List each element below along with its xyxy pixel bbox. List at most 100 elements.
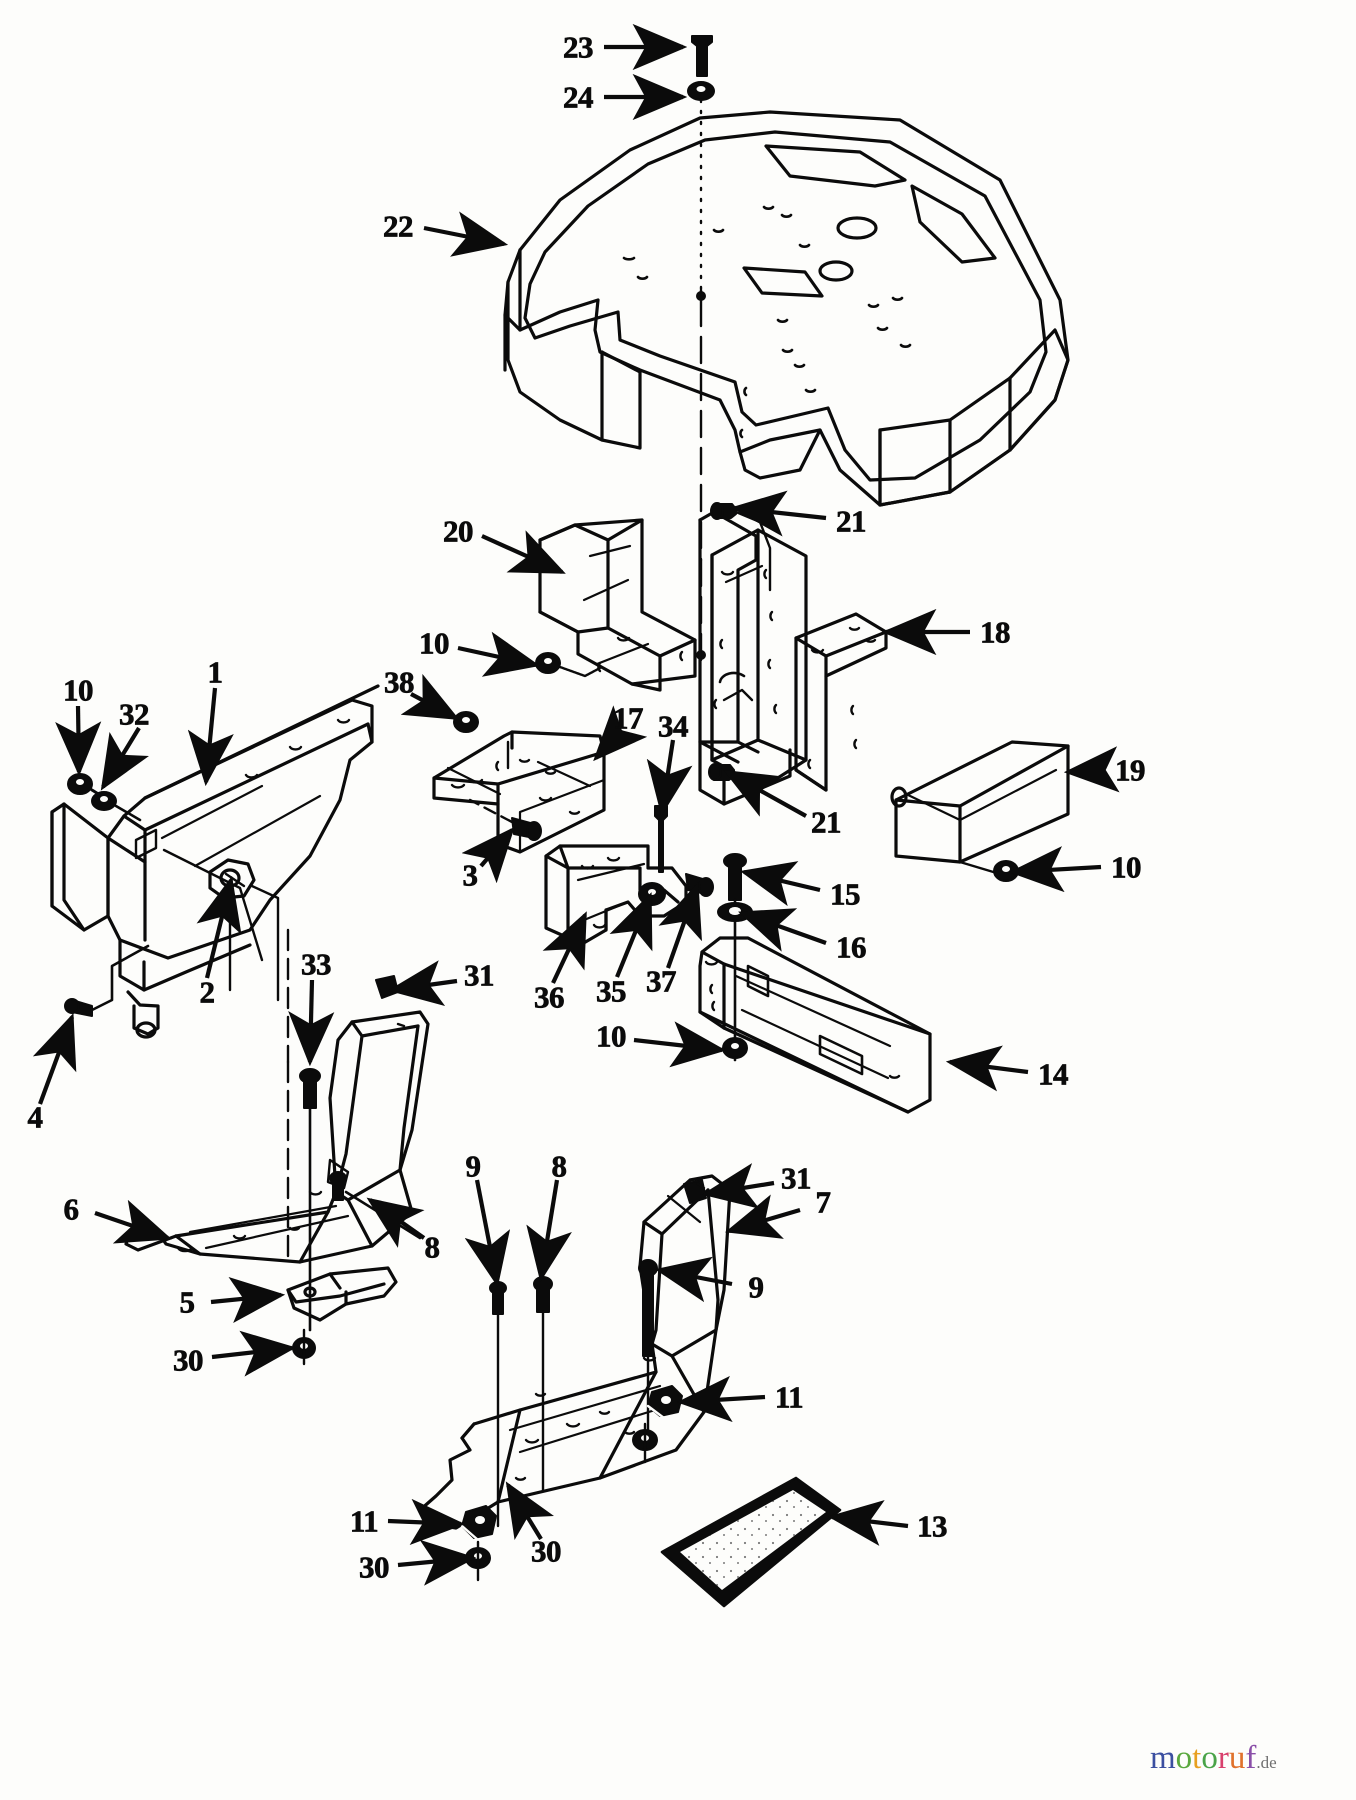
part-34-dash-tower xyxy=(698,510,808,806)
leader-line-9 xyxy=(464,1179,511,1288)
leader-line-10 xyxy=(55,705,102,777)
part-35-nut xyxy=(638,882,666,906)
part-1-left-console xyxy=(50,684,380,1039)
part-32-washer-left xyxy=(91,791,117,811)
callout-number-2: 2 xyxy=(199,974,215,1010)
callout-number-10: 10 xyxy=(596,1018,627,1054)
part-3-screw xyxy=(468,798,542,841)
leader-line-33 xyxy=(288,979,335,1067)
callout-number-38: 38 xyxy=(384,664,415,700)
leader-line-22 xyxy=(423,211,509,257)
callout-number-36: 36 xyxy=(534,979,565,1015)
leader-line-11 xyxy=(676,1375,766,1423)
leader-line-21 xyxy=(730,490,827,537)
callout-number-9: 9 xyxy=(465,1148,481,1184)
callout-number-21: 21 xyxy=(836,503,867,539)
part-33-pin xyxy=(299,1068,321,1332)
watermark-letter-2: t xyxy=(1192,1740,1202,1776)
leader-line-5 xyxy=(210,1277,286,1324)
callout-number-4: 4 xyxy=(27,1099,43,1135)
part-14-long-bracket xyxy=(698,936,932,1114)
callout-number-11: 11 xyxy=(349,1503,379,1539)
callout-number-30: 30 xyxy=(531,1533,562,1569)
part-24-nut xyxy=(687,81,715,101)
part-10-nut-b14 xyxy=(722,1037,748,1059)
callout-number-32: 32 xyxy=(119,696,150,732)
callout-number-21: 21 xyxy=(811,804,842,840)
part-38-washer xyxy=(453,711,479,733)
part-16-washer xyxy=(717,902,753,922)
watermark-letter-4: r xyxy=(1217,1740,1229,1776)
part-30-nut-left xyxy=(292,1328,316,1366)
part-11-nut-upper xyxy=(646,1385,683,1420)
part-30-nut-lower xyxy=(465,1540,491,1582)
callout-number-33: 33 xyxy=(301,946,332,982)
leader-line-4 xyxy=(32,1013,77,1105)
leader-line-30 xyxy=(505,1481,554,1541)
part-4-screw xyxy=(64,944,150,1017)
part-17-bracket xyxy=(432,730,606,854)
leader-line-35 xyxy=(609,892,653,978)
callout-number-31: 31 xyxy=(781,1160,812,1196)
part-34-stud xyxy=(654,805,668,873)
callout-number-15: 15 xyxy=(830,876,861,912)
part-9-bolt-right xyxy=(638,1259,658,1434)
callout-number-17: 17 xyxy=(613,700,644,736)
part-6-left-footrest xyxy=(124,1010,430,1264)
callout-number-8: 8 xyxy=(551,1148,567,1184)
callout-number-34: 34 xyxy=(658,708,689,744)
callout-number-19: 19 xyxy=(1115,752,1146,788)
watermark-letter-3: o xyxy=(1201,1740,1218,1776)
part-2-hex-nut xyxy=(208,858,256,900)
callout-number-5: 5 xyxy=(179,1284,195,1320)
part-8-bolt-right xyxy=(533,1276,553,1492)
callout-number-10: 10 xyxy=(1111,849,1142,885)
watermark-suffix: .de xyxy=(1256,1753,1277,1772)
part-19-channel xyxy=(890,740,1070,864)
callout-number-23: 23 xyxy=(563,29,594,65)
callout-number-20: 20 xyxy=(443,513,474,549)
leader-line-37 xyxy=(658,882,702,969)
leader-line-16 xyxy=(738,908,827,952)
callout-number-22: 22 xyxy=(383,208,414,244)
leader-line-3 xyxy=(461,826,515,884)
callout-number-14: 14 xyxy=(1038,1056,1069,1092)
part-31-plug-left xyxy=(375,975,399,999)
callout-number-30: 30 xyxy=(359,1549,390,1585)
leader-line-10 xyxy=(457,631,541,677)
callout-number-10: 10 xyxy=(63,672,94,708)
callout-number-10: 10 xyxy=(419,625,450,661)
part-20-bracket xyxy=(538,518,697,692)
part-11-nut-lower xyxy=(460,1505,497,1542)
leader-line-13 xyxy=(827,1499,909,1546)
leader-line-8 xyxy=(526,1179,572,1283)
watermark-letter-5: u xyxy=(1228,1740,1246,1776)
leader-line-10 xyxy=(633,1021,727,1068)
callout-number-16: 16 xyxy=(836,929,867,965)
callout-number-31: 31 xyxy=(464,957,495,993)
part-13-floor-mat xyxy=(660,1476,842,1608)
leader-line-19 xyxy=(1063,746,1120,793)
callout-number-13: 13 xyxy=(917,1508,948,1544)
part-9-bolt-left xyxy=(489,1281,507,1528)
part-8-bolt-left xyxy=(329,1171,347,1201)
leader-line-11 xyxy=(387,1498,466,1546)
leader-line-36 xyxy=(542,911,587,984)
callout-number-37: 37 xyxy=(646,963,677,999)
leader-line-31 xyxy=(387,960,458,1006)
callout-number-3: 3 xyxy=(462,857,478,893)
callout-number-30: 30 xyxy=(173,1342,204,1378)
leader-line-2 xyxy=(196,875,242,979)
callout-number-9: 9 xyxy=(748,1269,764,1305)
callout-number-7: 7 xyxy=(815,1184,831,1220)
leader-line-34 xyxy=(646,739,693,817)
callout-number-6: 6 xyxy=(63,1191,79,1227)
callout-number-8: 8 xyxy=(424,1229,440,1265)
part-10-nut-left xyxy=(67,773,93,795)
leader-line-8 xyxy=(366,1197,426,1248)
callout-number-24: 24 xyxy=(563,79,594,115)
part-5-brace xyxy=(286,1266,398,1322)
callout-number-11: 11 xyxy=(774,1379,804,1415)
